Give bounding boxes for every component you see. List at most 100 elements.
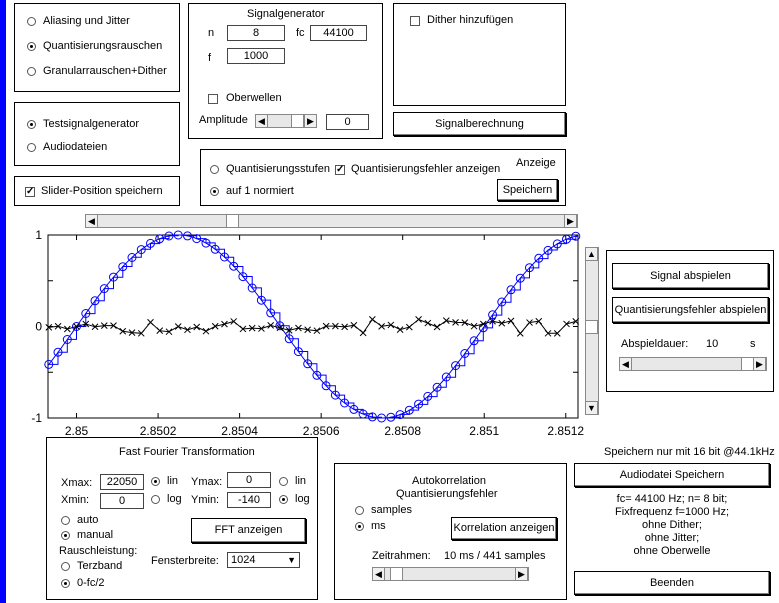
error-point	[378, 323, 385, 330]
quant-error-label: Quantisierungsfehler anzeigen	[351, 163, 501, 175]
fc-label: fc	[296, 27, 305, 39]
sample-point	[293, 347, 303, 357]
error-point	[433, 323, 441, 331]
sample-point	[469, 336, 479, 346]
fft-show-button[interactable]: FFT anzeigen	[191, 518, 306, 543]
play-error-button[interactable]: Quantisierungsfehler abspielen	[612, 297, 769, 323]
terzband-label: Terzband	[77, 560, 123, 572]
fc-field[interactable]: 44100	[310, 25, 367, 41]
sample-point	[136, 245, 146, 255]
radio-audiofiles[interactable]	[27, 143, 36, 152]
duration-slider[interactable]: ◀ ▶	[619, 357, 767, 371]
chart-scroll-up-arrow[interactable]: ▲	[585, 247, 598, 261]
duration-left-arrow[interactable]: ◀	[619, 357, 632, 371]
frame-thumb[interactable]	[390, 567, 403, 581]
y-lin-label: lin	[295, 475, 307, 487]
ms-label: ms	[371, 520, 386, 532]
radio-x-lin[interactable]	[151, 477, 160, 486]
xmin-field[interactable]: 0	[100, 493, 144, 509]
info-line: ohne Jitter;	[644, 532, 700, 544]
radio-normalized[interactable]	[210, 187, 219, 196]
quit-button[interactable]: Beenden	[574, 571, 770, 595]
radio-y-lin[interactable]	[279, 477, 288, 486]
chart-vertical-scrollbar[interactable]: ▲ ▼	[585, 247, 599, 415]
overtones-checkbox[interactable]	[208, 94, 218, 104]
info-text: fc= 44100 Hz; n= 8 bit; Fixfrequenz f=10…	[574, 493, 770, 558]
error-point	[341, 323, 348, 331]
radio-aliasing[interactable]	[27, 17, 36, 26]
sample-point	[534, 253, 544, 263]
chart-scroll-right-arrow[interactable]: ▶	[564, 214, 577, 228]
radio-x-log[interactable]	[151, 495, 160, 504]
error-point	[424, 319, 432, 327]
frame-right-arrow[interactable]: ▶	[515, 567, 528, 581]
amplitude-right-arrow[interactable]: ▶	[304, 114, 317, 128]
radio-granular[interactable]	[27, 67, 36, 76]
radio-quant-noise-label: Quantisierungsrauschen	[43, 40, 163, 52]
error-point	[73, 323, 80, 330]
chart-scroll-vthumb[interactable]	[585, 320, 598, 334]
amplitude-slider[interactable]: ◀ ▶	[255, 114, 317, 128]
error-point	[313, 327, 321, 335]
xmax-field[interactable]: 22050	[100, 474, 144, 490]
sample-point	[571, 231, 581, 241]
window-select[interactable]: 1024 ▼	[227, 552, 300, 568]
ymin-field[interactable]: -140	[227, 492, 271, 508]
frame-slider[interactable]: ◀ ▶	[372, 567, 529, 581]
sample-point	[210, 244, 220, 254]
n-field[interactable]: 8	[227, 25, 285, 41]
chart-scroll-left-arrow[interactable]: ◀	[85, 214, 98, 228]
error-point	[369, 316, 376, 323]
x-tick-label: 2.8512	[547, 424, 584, 438]
duration-right-arrow[interactable]: ▶	[753, 357, 766, 371]
sample-point	[386, 412, 396, 422]
error-point	[332, 322, 339, 330]
amplitude-thumb[interactable]	[291, 114, 304, 128]
error-point	[276, 324, 284, 332]
radio-ms[interactable]	[355, 522, 364, 531]
sample-point	[423, 391, 433, 401]
chevron-down-icon: ▼	[287, 555, 296, 565]
chart-scroll-down-arrow[interactable]: ▼	[585, 401, 598, 415]
radio-testgenerator-label: Testsignalgenerator	[43, 118, 140, 130]
radio-zero-fc[interactable]	[61, 579, 70, 588]
sample-point	[44, 359, 54, 369]
radio-samples[interactable]	[355, 506, 364, 515]
slider-save-checkbox[interactable]: ✓	[25, 186, 35, 197]
info-line: Fixfrequenz f=1000 Hz;	[614, 506, 730, 518]
frame-left-arrow[interactable]: ◀	[372, 567, 385, 581]
error-point	[184, 326, 191, 334]
info-line: fc= 44100 Hz; n= 8 bit;	[616, 493, 728, 505]
chart-scroll-thumb[interactable]	[226, 214, 239, 228]
compute-button[interactable]: Signalberechnung	[393, 112, 566, 136]
amplitude-left-arrow[interactable]: ◀	[255, 114, 268, 128]
audio-save-button[interactable]: Audiodatei Speichern	[574, 463, 770, 487]
x-tick-label: 2.8502	[140, 424, 177, 438]
radio-auto[interactable]	[61, 516, 70, 525]
amplitude-field[interactable]: 0	[326, 114, 369, 130]
chart-horizontal-scrollbar[interactable]: ◀ ▶	[85, 214, 578, 228]
sample-point	[377, 413, 387, 423]
radio-quant-levels[interactable]	[210, 165, 219, 174]
error-point	[137, 329, 145, 337]
display-save-button[interactable]: Speichern	[497, 179, 558, 201]
error-point	[442, 317, 450, 325]
dither-checkbox[interactable]	[410, 16, 420, 26]
correlation-show-button[interactable]: Korrelation anzeigen	[451, 517, 557, 540]
radio-quant-noise[interactable]	[27, 42, 36, 51]
error-point	[82, 320, 90, 328]
quant-error-checkbox[interactable]: ✓	[335, 164, 345, 175]
sample-point	[192, 234, 202, 244]
sample-point	[330, 390, 340, 400]
error-point	[553, 329, 561, 337]
radio-testgenerator[interactable]	[27, 120, 36, 129]
play-signal-button[interactable]: Signal abspielen	[612, 263, 769, 289]
rauschleistung-label: Rauschleistung:	[59, 545, 138, 557]
ymax-field[interactable]: 0	[227, 472, 271, 488]
radio-manual[interactable]	[61, 531, 70, 540]
radio-terzband[interactable]	[61, 562, 70, 571]
error-point	[452, 319, 459, 326]
sample-point	[321, 381, 331, 391]
f-field[interactable]: 1000	[227, 48, 285, 64]
radio-y-log[interactable]	[279, 495, 288, 504]
